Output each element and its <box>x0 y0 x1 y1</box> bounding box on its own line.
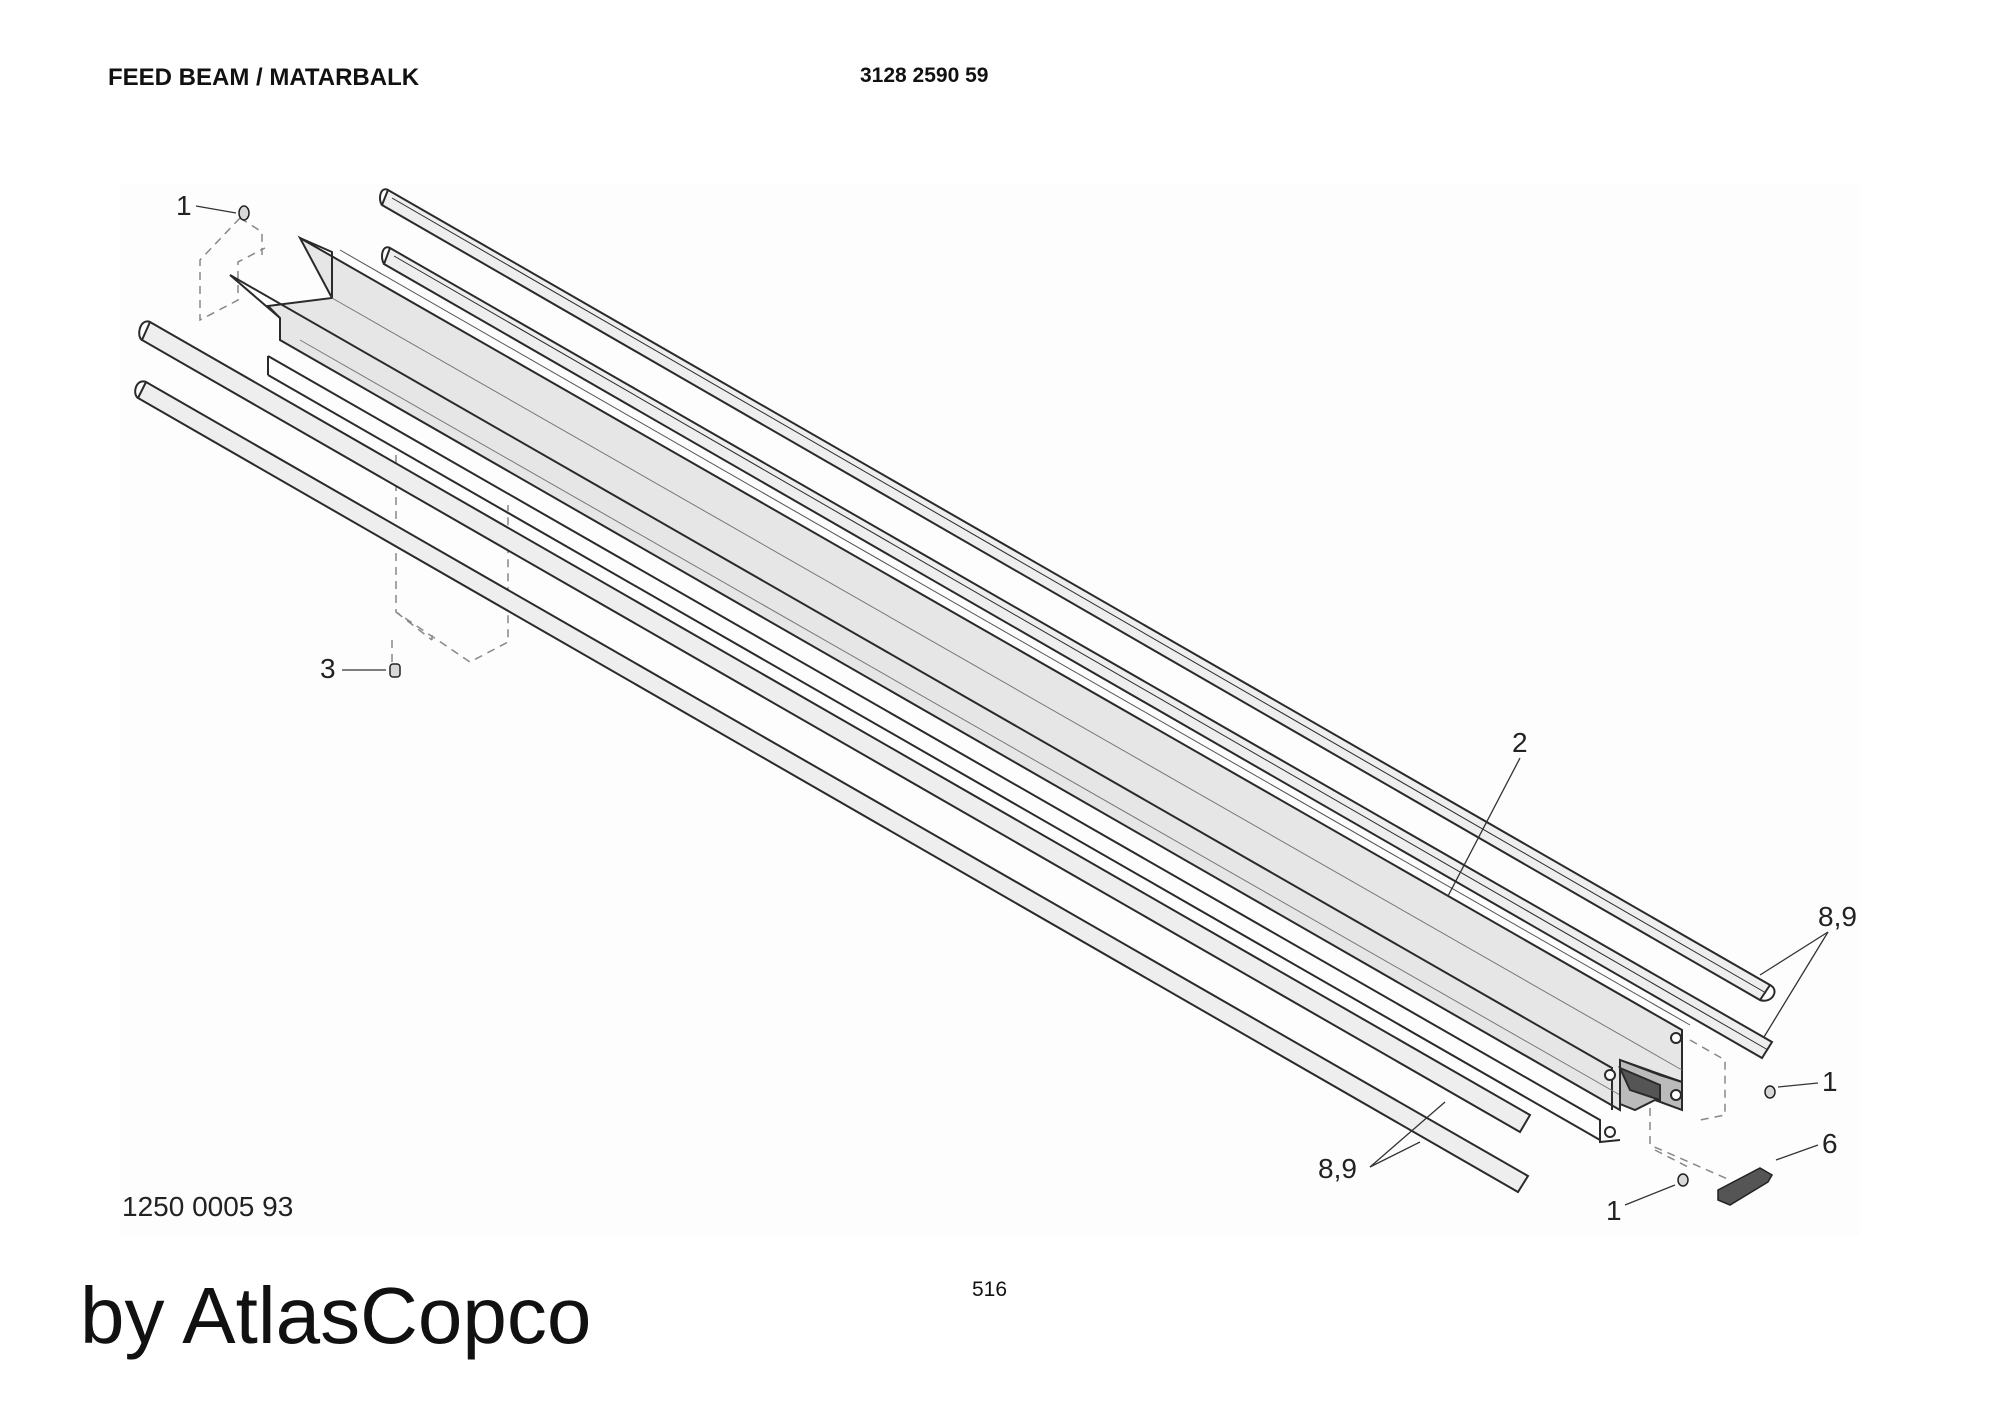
drawing-reference-number: 1250 0005 93 <box>122 1191 293 1222</box>
callout-6: 6 <box>1822 1128 1838 1159</box>
page-number: 516 <box>972 1278 1008 1301</box>
callout-8-9-right: 8,9 <box>1818 901 1857 932</box>
plug-part-1-top <box>238 205 250 221</box>
feed-beam-body <box>229 235 1691 1144</box>
callout-8-9-bottom: 8,9 <box>1318 1153 1357 1184</box>
rail-bottom-upper <box>138 320 1532 1134</box>
callout-3: 3 <box>320 653 336 684</box>
callout-2: 2 <box>1512 727 1528 758</box>
rail-top-inner <box>381 246 1774 1060</box>
plug-part-3 <box>389 663 401 678</box>
callout-1-right: 1 <box>1822 1066 1838 1097</box>
callout-1-bottom: 1 <box>1606 1195 1622 1226</box>
brand-footer: by AtlasCopco <box>80 1271 592 1360</box>
plug-part-1-right <box>1764 1085 1776 1099</box>
rail-top-outer <box>379 188 1776 1002</box>
plug-part-1-bottom <box>1677 1173 1689 1187</box>
rail-bottom-lower <box>134 380 1530 1194</box>
assembly-guide-lines <box>199 217 1731 1181</box>
page-title: FEED BEAM / MATARBALK <box>108 64 420 91</box>
part-number: 3128 2590 59 <box>860 64 989 87</box>
callout-leaders <box>195 205 1829 1206</box>
callout-1-top: 1 <box>176 190 192 221</box>
end-piece-part-6 <box>1717 1167 1774 1206</box>
